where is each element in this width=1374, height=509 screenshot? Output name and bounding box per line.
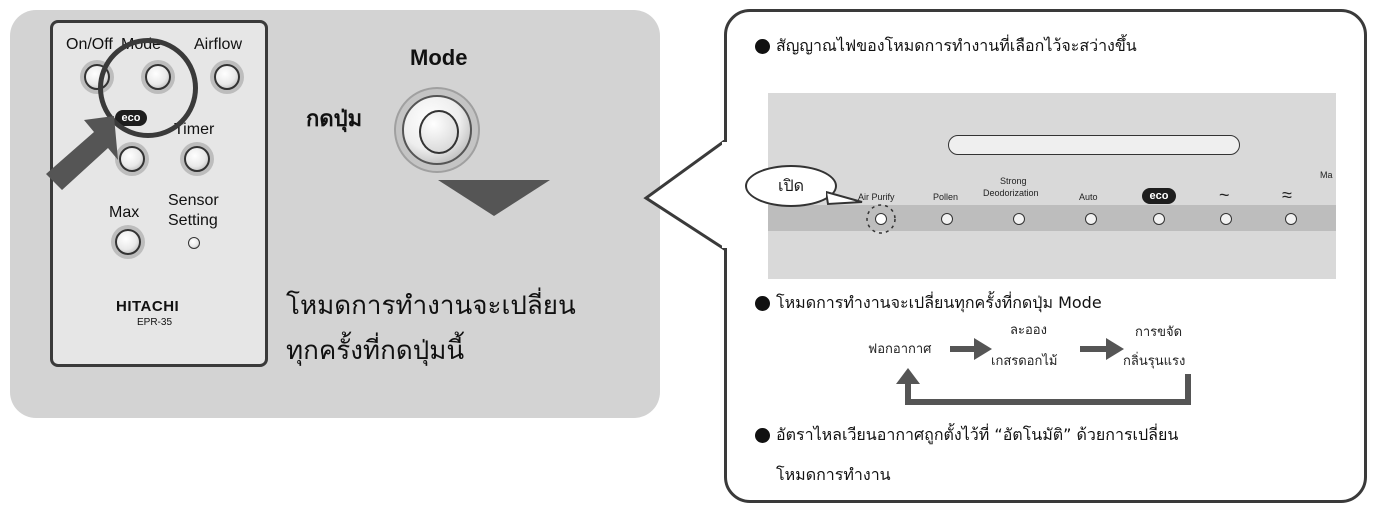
flow-step-strong-2: กลิ่นรุนแรง bbox=[1123, 354, 1186, 369]
down-triangle-arrow bbox=[438, 180, 550, 216]
device-led-strip bbox=[768, 205, 1336, 231]
flow-step-pollen-1: ละออง bbox=[1010, 323, 1047, 338]
label-airflow-high: ≈ bbox=[1282, 185, 1292, 205]
label-auto: Auto bbox=[1079, 192, 1098, 202]
flow-step-strong-1: การขจัด bbox=[1135, 325, 1183, 340]
callout-pointer bbox=[643, 140, 729, 253]
eco-button[interactable] bbox=[119, 146, 145, 172]
led-pollen bbox=[941, 213, 953, 225]
label-pollen: Pollen bbox=[933, 192, 959, 202]
airflow-button[interactable] bbox=[214, 64, 240, 90]
led-eco bbox=[1153, 213, 1165, 225]
large-mode-button[interactable] bbox=[402, 95, 472, 165]
timer-label: Timer bbox=[174, 121, 215, 138]
max-label: Max bbox=[109, 204, 140, 221]
brand-label: HITACHI bbox=[116, 298, 180, 315]
bullet-1-dot bbox=[755, 39, 770, 54]
flow-step-pollen-2: เกสรดอกไม้ bbox=[991, 354, 1058, 369]
bullet-2-dot bbox=[755, 296, 770, 311]
led-glow-rays bbox=[866, 204, 896, 234]
setting-label: Setting bbox=[168, 212, 218, 229]
label-air-purify: Air Purify bbox=[858, 192, 895, 202]
note-line-2: ทุกครั้งที่กดปุ่มนี้ bbox=[286, 336, 465, 366]
on-off-label: On/Off bbox=[66, 36, 113, 53]
bullet-3-line-1: อัตราไหลเวียนอากาศถูกตั้งไว้ที่ “อัตโนมั… bbox=[776, 425, 1179, 444]
bullet-3-dot bbox=[755, 428, 770, 443]
led-strong-deodorization bbox=[1013, 213, 1025, 225]
pointing-arrow bbox=[46, 116, 118, 190]
note-line-1: โหมดการทำงานจะเปลี่ยน bbox=[286, 291, 576, 321]
press-button-text: กดปุ่ม bbox=[306, 107, 363, 132]
flow-arrows bbox=[896, 338, 1191, 405]
model-label: EPR-35 bbox=[137, 317, 173, 328]
device-panel-illustration bbox=[768, 93, 1336, 279]
sensor-label: Sensor bbox=[168, 192, 219, 209]
label-max-cut: Ma bbox=[1320, 170, 1333, 180]
on-callout-tail bbox=[826, 190, 863, 206]
led-airflow-low bbox=[1220, 213, 1232, 225]
pointer-joint bbox=[722, 142, 728, 248]
mode-highlight-ring bbox=[98, 38, 198, 138]
timer-button[interactable] bbox=[184, 146, 210, 172]
led-auto bbox=[1085, 213, 1097, 225]
device-display-slot bbox=[948, 135, 1240, 155]
bullet-2-text: โหมดการทำงานจะเปลี่ยนทุกครั้งที่กดปุ่ม M… bbox=[776, 293, 1102, 312]
bullet-1-text: สัญญาณไฟของโหมดการทำงานที่เลือกไว้จะสว่า… bbox=[776, 36, 1137, 55]
mode-title: Mode bbox=[410, 45, 468, 70]
label-deodorization: Deodorization bbox=[983, 188, 1039, 198]
on-callout: เปิด bbox=[745, 165, 837, 207]
device-eco-badge: eco bbox=[1142, 188, 1176, 204]
led-air-purify-lit bbox=[875, 213, 887, 225]
label-airflow-low: ~ bbox=[1219, 185, 1230, 205]
led-airflow-high bbox=[1285, 213, 1297, 225]
airflow-label: Airflow bbox=[194, 36, 243, 53]
flow-step-air-purify: ฟอกอากาศ bbox=[868, 342, 932, 357]
label-strong: Strong bbox=[1000, 176, 1027, 186]
bullet-3-line-2: โหมดการทำงาน bbox=[776, 465, 891, 484]
max-button[interactable] bbox=[115, 229, 141, 255]
sensor-setting-button[interactable] bbox=[188, 237, 200, 249]
